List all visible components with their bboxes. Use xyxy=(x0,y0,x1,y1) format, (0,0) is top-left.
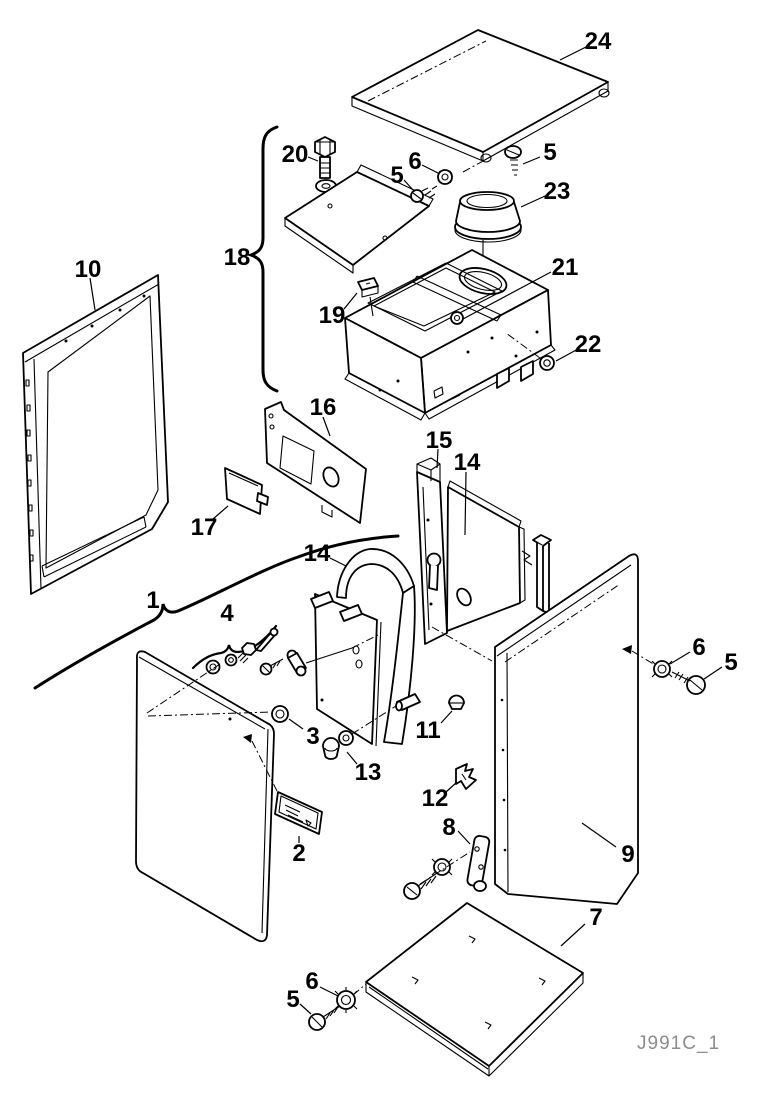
callout-13: 13 xyxy=(346,751,382,786)
part-2-label-plate xyxy=(274,791,323,835)
part-label-1: 1 xyxy=(146,587,159,614)
part-12-clip xyxy=(455,763,477,790)
callout-16: 16 xyxy=(310,394,337,437)
part-label-19: 19 xyxy=(319,302,346,329)
callout-10: 10 xyxy=(75,256,102,311)
burner-mount-plate xyxy=(310,591,382,747)
callout-5-upper-left: 5 xyxy=(390,162,414,191)
part-label-10: 10 xyxy=(75,256,102,283)
part-16-inner-plate xyxy=(264,401,367,524)
part-13-grommet xyxy=(322,730,354,760)
part-17-small-plate xyxy=(224,467,269,515)
part-label-6b: 6 xyxy=(305,968,318,995)
part-22-nut xyxy=(505,332,555,371)
callout-1: 1 xyxy=(146,587,159,614)
part-6-nut-upper xyxy=(437,169,453,185)
callout-17: 17 xyxy=(191,505,229,541)
dashdot-13-to-pin xyxy=(351,705,397,735)
callout-21: 21 xyxy=(462,254,579,320)
screw-washer-set-bottom xyxy=(308,983,367,1031)
part-label-12: 12 xyxy=(422,785,449,812)
callout-8: 8 xyxy=(442,814,471,845)
callout-5-bottom: 5 xyxy=(286,986,312,1015)
callout-20: 20 xyxy=(282,141,319,168)
callout-2: 2 xyxy=(292,836,306,867)
part-label-11: 11 xyxy=(415,717,440,744)
part-label-7: 7 xyxy=(589,904,602,931)
callout-18: 18 xyxy=(224,244,251,271)
part-23-flue-collar xyxy=(454,191,522,268)
part-label-6a: 6 xyxy=(408,148,421,175)
part-label-6c: 6 xyxy=(692,634,705,661)
callout-22: 22 xyxy=(555,331,602,362)
part-label-16: 16 xyxy=(310,394,337,421)
part-label-5b: 5 xyxy=(543,139,556,166)
callout-14-blanket: 14 xyxy=(304,540,347,567)
part-label-14b: 14 xyxy=(454,449,481,476)
frame-post xyxy=(521,534,552,614)
part-label-14a: 14 xyxy=(304,540,331,567)
part-label-23: 23 xyxy=(544,178,571,205)
part-4-fastener-group xyxy=(205,627,353,677)
callout-15: 15 xyxy=(426,427,453,469)
part-label-20: 20 xyxy=(282,141,309,168)
part-19-clip xyxy=(357,277,379,317)
callouts: 24 20 5 6 5 23 21 19 xyxy=(75,28,738,1015)
diagram-code: J991C_1 xyxy=(637,1033,720,1054)
screw-washer-set-8 xyxy=(403,851,471,900)
callout-9: 9 xyxy=(581,822,635,868)
callout-6-upper: 6 xyxy=(408,148,439,175)
callout-4: 4 xyxy=(220,600,234,627)
part-label-4: 4 xyxy=(220,600,234,627)
callout-14-panel: 14 xyxy=(454,449,481,536)
screw-washer-set-right xyxy=(651,660,706,695)
front-door-panel xyxy=(135,650,279,943)
callout-7: 7 xyxy=(560,904,603,947)
roll-pin xyxy=(395,693,421,712)
callout-5-right: 5 xyxy=(703,649,738,680)
part-14-insulation-panel xyxy=(446,480,526,632)
part-20-hex-bolt xyxy=(314,136,337,193)
part-9-right-side-panel xyxy=(494,553,656,905)
sweep-1 xyxy=(33,534,400,690)
part-label-5c: 5 xyxy=(286,986,299,1013)
part-18-shelf-plate xyxy=(284,164,434,274)
brace-18 xyxy=(246,125,279,393)
part-5-screw-upper-right xyxy=(504,145,522,176)
part-label-5d: 5 xyxy=(724,649,737,676)
part-label-22: 22 xyxy=(575,331,602,358)
part-label-9: 9 xyxy=(621,841,634,868)
part-21-burner-box xyxy=(344,249,556,421)
part-3-washer xyxy=(271,705,289,723)
part-5-screw-upper-left xyxy=(410,185,438,203)
part-label-8: 8 xyxy=(442,814,455,841)
callout-3: 3 xyxy=(288,718,320,750)
part-label-3: 3 xyxy=(306,723,319,750)
callout-6-right: 6 xyxy=(669,634,706,665)
part-8-bracket xyxy=(466,835,491,892)
part-label-24: 24 xyxy=(585,28,612,55)
part-label-5a: 5 xyxy=(390,162,403,189)
callout-23: 23 xyxy=(520,178,571,208)
part-label-13: 13 xyxy=(355,759,382,786)
part-7-base-panel xyxy=(365,902,584,1077)
dashdot-15-to-panel9 xyxy=(431,626,493,662)
part-label-18: 18 xyxy=(224,244,251,271)
part-label-2: 2 xyxy=(292,840,305,867)
callout-12: 12 xyxy=(422,781,458,812)
dashdot-6-to-cover xyxy=(462,159,486,173)
part-label-15: 15 xyxy=(426,427,453,454)
part-11-plug xyxy=(448,694,465,710)
callout-19: 19 xyxy=(319,292,358,329)
part-label-21: 21 xyxy=(552,254,579,281)
callout-6-bottom: 6 xyxy=(305,968,339,997)
callout-5-upper-right: 5 xyxy=(522,139,557,166)
callout-24: 24 xyxy=(559,28,612,61)
part-24-top-cover xyxy=(351,29,610,163)
part-15-keyhole-bracket xyxy=(416,457,448,645)
part-10-left-frame-panel xyxy=(22,274,169,595)
callout-11: 11 xyxy=(415,710,453,744)
part-label-17: 17 xyxy=(191,514,218,541)
